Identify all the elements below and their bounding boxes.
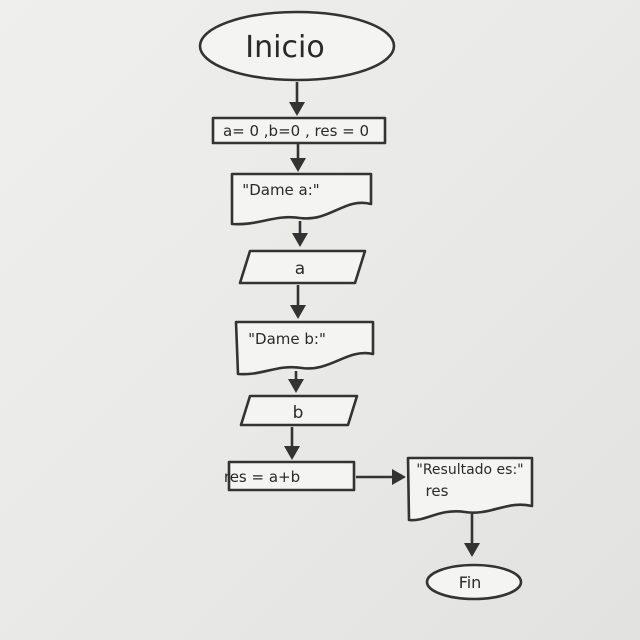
init-node[interactable]: a= 0 ,b=0 , res = 0 xyxy=(211,116,387,145)
start-label: Inicio xyxy=(245,30,324,65)
prompt-b-label: "Dame b:" xyxy=(248,330,326,348)
arrow-start-to-init xyxy=(289,82,305,116)
compute-node[interactable]: res = a+b xyxy=(224,460,356,492)
arrow-prompt-a-to-input-a xyxy=(292,221,308,247)
input-a-label: a xyxy=(295,259,305,279)
init-label: a= 0 ,b=0 , res = 0 xyxy=(223,122,369,140)
end-label: Fin xyxy=(459,573,482,592)
init-process-shape xyxy=(211,116,387,145)
arrow-compute-to-output xyxy=(356,469,406,485)
end-terminal-shape xyxy=(425,563,523,601)
start-node[interactable]: Inicio xyxy=(198,10,396,82)
end-node[interactable]: Fin xyxy=(425,563,523,601)
input-a-node[interactable]: a xyxy=(238,249,367,285)
arrow-init-to-prompt-a xyxy=(290,144,306,172)
prompt-a-label: "Dame a:" xyxy=(242,181,319,199)
output-document-shape xyxy=(406,456,534,522)
arrow-input-a-to-prompt-b xyxy=(290,285,306,319)
prompt-a-document-shape xyxy=(230,172,373,226)
output-node[interactable]: "Resultado es:" res xyxy=(406,456,534,522)
prompt-b-document-shape xyxy=(234,320,375,376)
input-b-label: b xyxy=(293,403,304,423)
input-a-io-shape xyxy=(238,249,367,285)
arrow-prompt-b-to-input-b xyxy=(288,371,304,393)
output-label-line2: res xyxy=(426,482,449,500)
arrow-input-b-to-compute xyxy=(284,427,300,460)
compute-process-shape xyxy=(227,460,356,492)
input-b-io-shape xyxy=(239,394,359,427)
prompt-a-node[interactable]: "Dame a:" xyxy=(230,172,373,226)
arrow-output-to-end xyxy=(464,514,480,557)
output-label-line1: "Resultado es:" xyxy=(416,462,523,478)
start-terminal-shape xyxy=(198,10,396,82)
prompt-b-node[interactable]: "Dame b:" xyxy=(234,320,375,376)
compute-label: res = a+b xyxy=(224,468,300,486)
input-b-node[interactable]: b xyxy=(239,394,359,427)
